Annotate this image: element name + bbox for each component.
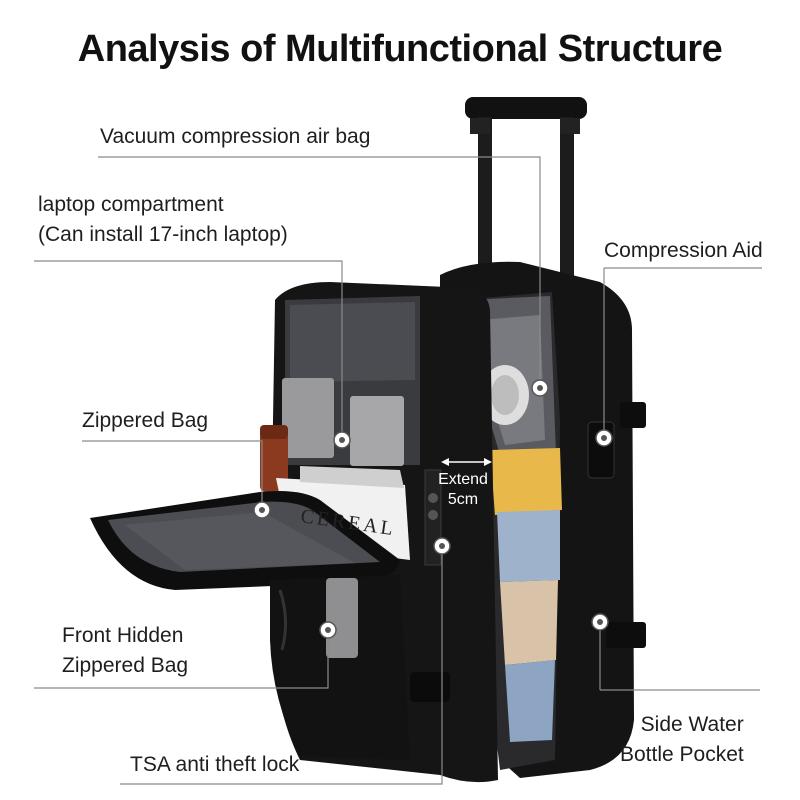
callout-front-hidden-line2: Zippered Bag	[62, 654, 189, 677]
extend-badge-line1: Extend	[438, 471, 488, 488]
front-lower-pocket	[270, 575, 450, 760]
callout-side-water-line1: Side Water	[640, 713, 744, 736]
callout-front-hidden-bag: Front Hidden Zippered Bag	[62, 621, 188, 681]
callout-front-hidden-line1: Front Hidden	[62, 624, 184, 647]
callout-side-water-pocket: Side Water Bottle Pocket	[620, 710, 744, 770]
callout-compression-aid: Compression Aid	[604, 239, 763, 262]
callout-laptop-compartment: laptop compartment (Can install 17-inch …	[38, 190, 288, 250]
callout-laptop-line2: (Can install 17-inch laptop)	[38, 223, 288, 246]
callout-zippered-bag: Zippered Bag	[82, 409, 209, 432]
trolley-handle	[465, 97, 587, 287]
callout-side-water-line2: Bottle Pocket	[620, 743, 744, 766]
callout-markers	[253, 379, 613, 639]
callout-vacuum-bag: Vacuum compression air bag	[100, 125, 371, 148]
page-title: Analysis of Multifunctional Structure	[77, 28, 723, 70]
extend-badge: Extend 5cm	[432, 470, 494, 510]
leader-lines	[34, 156, 762, 785]
extend-arrow	[441, 458, 492, 466]
callout-laptop-line1: laptop compartment	[38, 193, 224, 216]
extend-badge-line2: 5cm	[447, 491, 479, 508]
front-flap-open	[90, 491, 400, 590]
callout-tsa-lock: TSA anti theft lock	[130, 753, 300, 776]
